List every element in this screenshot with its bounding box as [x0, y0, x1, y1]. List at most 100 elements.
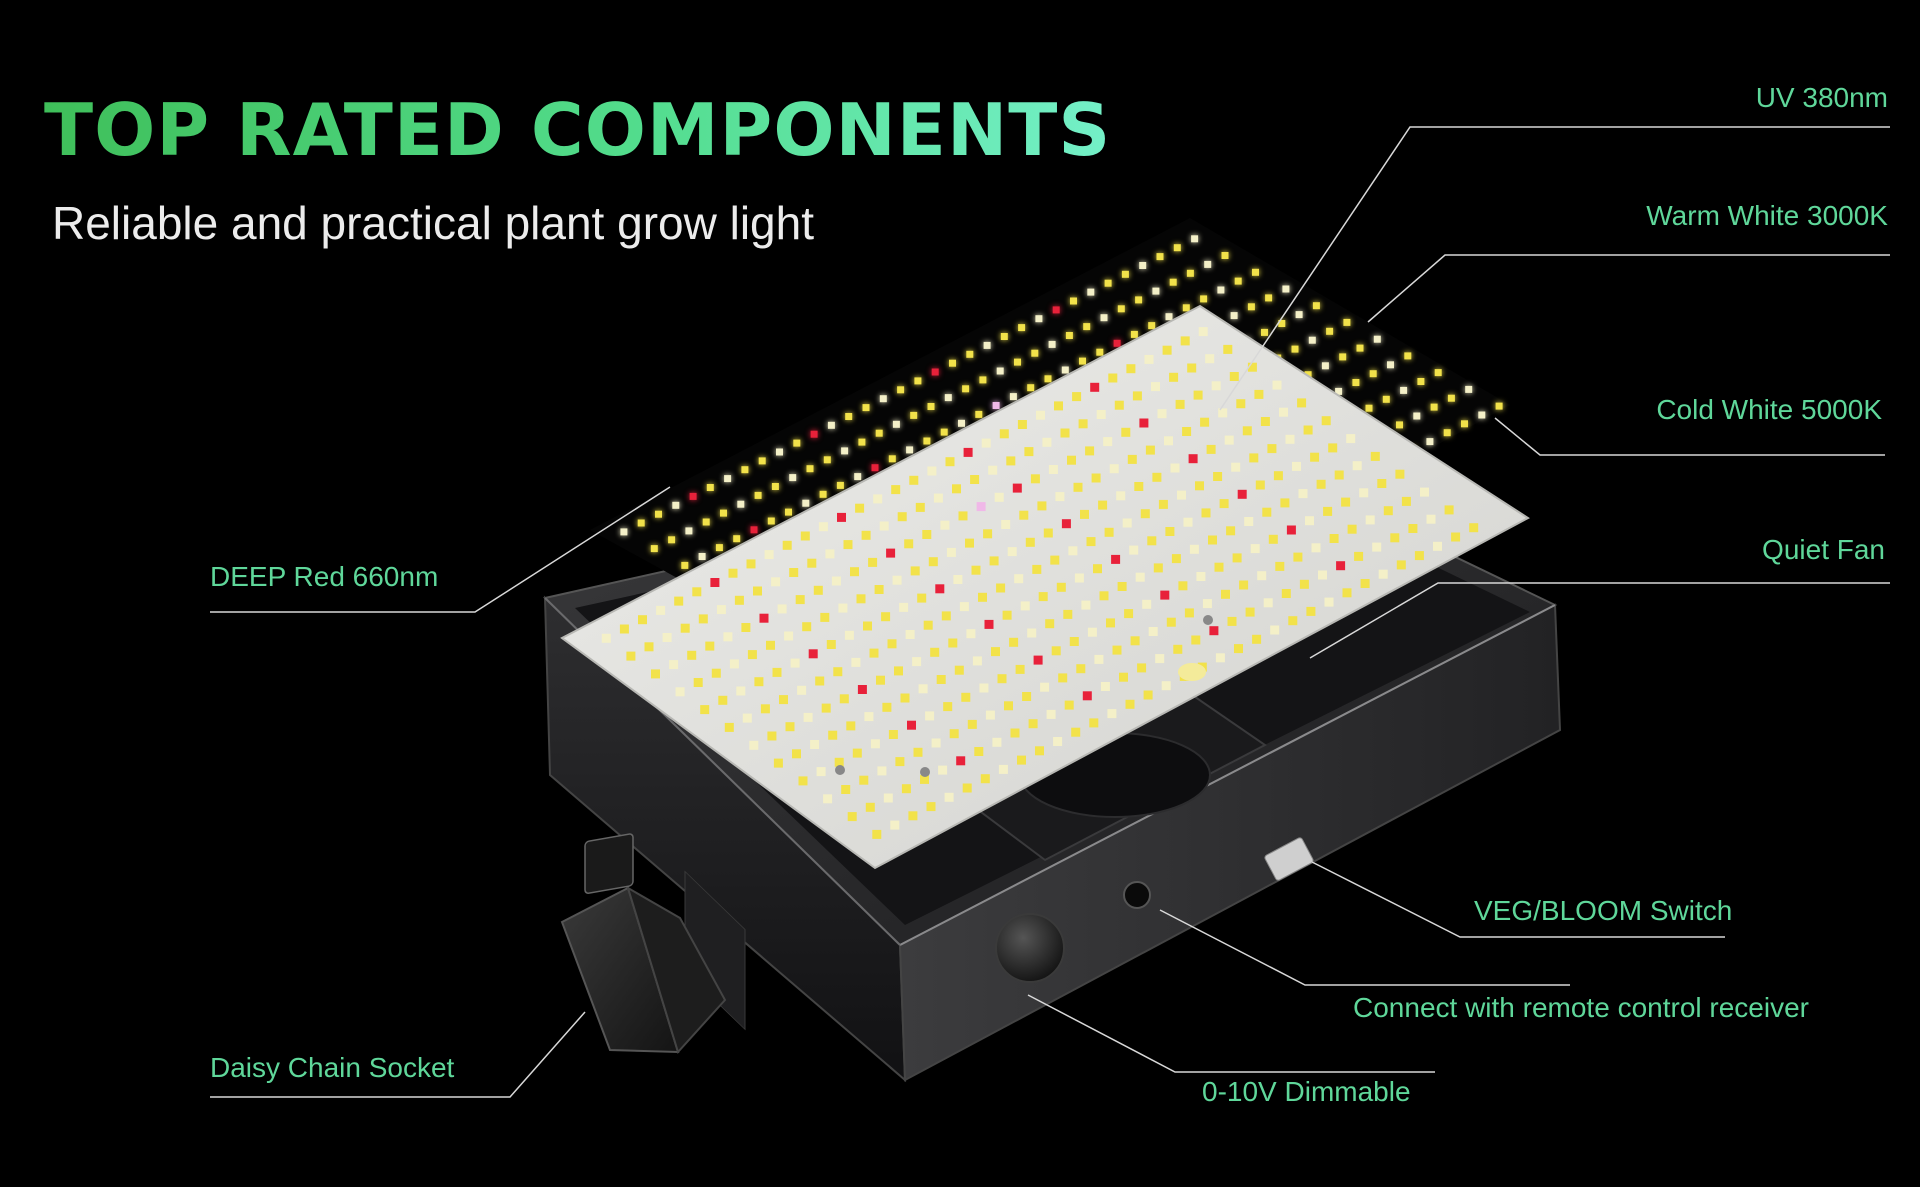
led-chip: [1312, 302, 1320, 310]
led-chip: [873, 494, 883, 504]
led-chip: [1030, 474, 1040, 484]
led-chip: [1318, 570, 1327, 580]
led-chip: [861, 530, 871, 540]
led-chip: [1291, 345, 1299, 353]
led-chip: [1032, 564, 1042, 574]
led-chip: [1022, 692, 1032, 701]
led-chip: [1152, 472, 1162, 482]
led-chip: [1091, 473, 1101, 483]
led-chip: [1106, 618, 1115, 628]
led-chip: [1234, 644, 1243, 654]
led-chip: [926, 802, 936, 812]
led-chip: [1280, 498, 1290, 508]
socket-outlet: [584, 833, 634, 894]
led-chip: [1033, 655, 1043, 665]
led-chip: [1144, 354, 1154, 364]
led-chip: [1055, 492, 1065, 502]
led-chip: [1335, 387, 1343, 395]
led-chip: [777, 604, 787, 614]
led-chip: [882, 702, 892, 712]
led-chip: [1205, 354, 1215, 364]
led-chip: [733, 535, 741, 543]
led-chip: [1321, 362, 1329, 370]
led-chip: [1165, 313, 1173, 321]
led-chip: [923, 620, 933, 630]
led-chip: [1081, 600, 1091, 610]
led-chip: [949, 359, 956, 367]
led-chip: [856, 594, 866, 604]
led-chip: [1161, 681, 1171, 691]
led-chip: [910, 411, 918, 419]
plate-screw: [835, 765, 845, 775]
led-chip: [793, 439, 801, 447]
led-chip: [1311, 543, 1321, 553]
led-chip: [1113, 339, 1121, 347]
led-chip: [816, 767, 826, 777]
led-chip: [1227, 616, 1237, 626]
led-chip: [698, 553, 706, 560]
led-chip: [989, 556, 999, 566]
led-chip: [810, 430, 818, 438]
led-chip: [1308, 336, 1316, 344]
led-chip: [1218, 408, 1228, 418]
led-chip: [803, 712, 813, 722]
led-chip: [894, 666, 903, 676]
led-chip: [970, 475, 980, 484]
led-chip: [1182, 304, 1190, 312]
led-chip: [1275, 561, 1285, 571]
led-chip: [1430, 403, 1438, 411]
led-chip: [789, 568, 799, 577]
led-chip: [978, 592, 987, 602]
led-chip: [1268, 534, 1278, 544]
led-chip: [1184, 608, 1194, 618]
led-chip: [1347, 524, 1357, 534]
led-chip: [1073, 482, 1083, 492]
led-chip: [1014, 358, 1021, 366]
led-chip: [1048, 465, 1058, 474]
callout-0-10v-dimmable: 0-10V Dimmable: [1202, 1076, 1411, 1107]
led-chip: [851, 657, 861, 667]
led-chip: [870, 739, 880, 749]
led-chip: [940, 428, 948, 436]
led-chip: [1252, 634, 1262, 644]
led-chip: [904, 539, 914, 549]
led-chip: [1042, 437, 1052, 447]
plate-screw: [920, 767, 930, 777]
led-chip: [1293, 552, 1303, 562]
led-chip: [917, 593, 927, 603]
led-chip: [785, 722, 795, 732]
led-chip: [864, 712, 874, 722]
housing-edge-highlight: [899, 604, 1556, 946]
front-led-array: [601, 327, 1479, 839]
led-chip: [846, 721, 856, 731]
led-chip: [945, 457, 955, 467]
led-chip: [711, 668, 721, 678]
led-chip: [1195, 481, 1204, 491]
led-chip: [1125, 699, 1135, 709]
led-chip: [1158, 499, 1168, 509]
led-chip: [997, 674, 1007, 684]
led-chip: [746, 559, 756, 569]
led-chip: [1270, 625, 1280, 635]
led-chip: [802, 622, 812, 632]
led-chip: [879, 395, 887, 403]
aluminium-plate: [560, 304, 1530, 870]
led-chip: [1002, 610, 1012, 620]
led-chip: [975, 410, 983, 418]
led-chip: [1121, 427, 1131, 437]
led-chip: [1202, 599, 1212, 609]
led-chip: [1373, 335, 1381, 343]
led-chip: [1104, 527, 1114, 537]
led-chip: [1377, 479, 1387, 488]
led-chip: [979, 376, 987, 384]
led-chip: [879, 521, 889, 531]
led-chip: [983, 529, 993, 539]
led-chip: [693, 678, 703, 687]
led-chip: [828, 730, 838, 740]
led-chip: [948, 638, 958, 648]
led-chip: [1239, 580, 1249, 590]
led-chip: [669, 660, 679, 670]
led-chip: [1365, 515, 1375, 525]
led-chip: [1206, 444, 1216, 454]
led-chip: [1451, 532, 1461, 542]
